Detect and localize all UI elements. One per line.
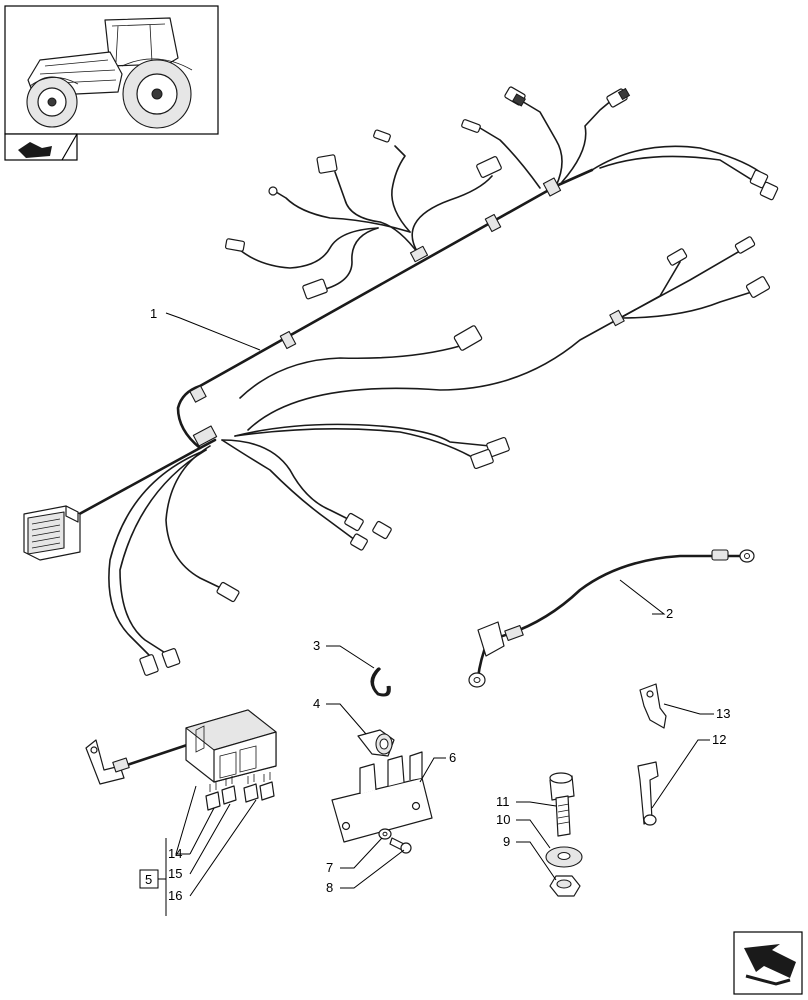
callout-13: 13 <box>716 706 730 721</box>
callout-12: 12 <box>712 732 726 747</box>
callout-1: 1 <box>150 306 157 321</box>
previous-page-arrow-icon[interactable] <box>4 133 78 161</box>
callout-9: 9 <box>503 834 510 849</box>
callout-10: 10 <box>496 812 510 827</box>
fuse-16 <box>243 772 275 803</box>
main-wiring-harness <box>23 86 779 676</box>
washer-and-screw-parts <box>378 828 412 854</box>
earth-cable <box>468 549 755 688</box>
fuse-15 <box>205 776 237 811</box>
main-multipin-connector <box>23 505 81 561</box>
callout-11: 11 <box>496 794 510 809</box>
callout-16: 16 <box>168 888 182 903</box>
bolt-washer-nut-parts <box>545 772 583 897</box>
next-page-arrow-icon[interactable] <box>733 931 803 995</box>
harness-connectors <box>139 86 779 676</box>
bracket-plate-part <box>331 751 433 843</box>
callout-4: 4 <box>313 696 320 711</box>
tractor-thumbnail-icon <box>4 5 219 135</box>
callout-labels: 1 2 3 4 5 6 7 8 9 10 11 12 13 14 15 16 <box>145 306 730 903</box>
callout-3: 3 <box>313 638 320 653</box>
cable-clip-part <box>370 666 391 697</box>
callout-7: 7 <box>326 860 333 875</box>
callout-15: 15 <box>168 866 182 881</box>
fuse-box-assembly <box>85 709 277 916</box>
p-clamp-part <box>357 729 395 757</box>
callout-5: 5 <box>145 872 152 887</box>
leader-lines <box>165 312 714 897</box>
callout-2: 2 <box>666 606 673 621</box>
callout-14: 14 <box>168 846 182 861</box>
strap-bracket-part <box>637 761 659 826</box>
callout-6: 6 <box>449 750 456 765</box>
angle-bracket-part <box>639 683 667 729</box>
callout-8: 8 <box>326 880 333 895</box>
